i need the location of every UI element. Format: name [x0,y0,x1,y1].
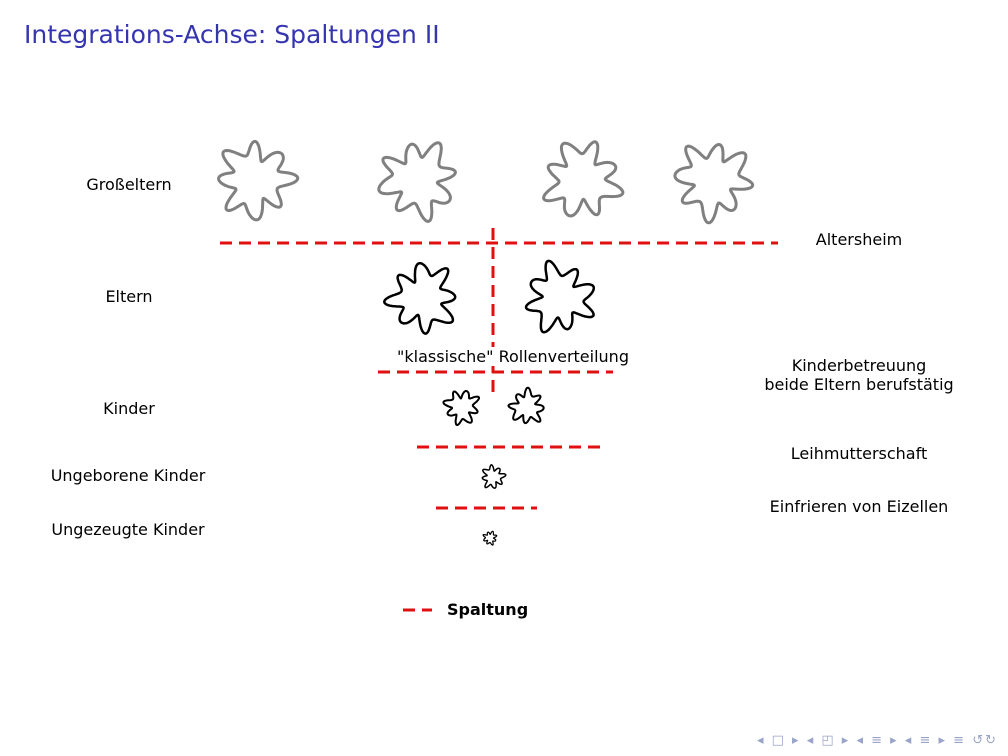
label-ungezeugte-kinder: Ungezeugte Kinder [51,520,205,539]
label-rollenverteilung: "klassische" Rollenverteilung [395,347,631,366]
nav-frame-icon[interactable]: ◂ □ ▸ [756,733,801,748]
grandparent-blob [217,139,300,222]
nav-document-icon[interactable]: ◂ ≡ ▸ [904,733,948,748]
parent-blob [524,259,596,334]
label-eltern: Eltern [105,287,153,306]
grandparent-blob [377,141,457,223]
unconceived-child-blob [482,530,498,546]
beamer-navigation: ◂ □ ▸ ◂ ◰ ▸ ◂ ≡ ▸ ◂ ≡ ▸ ≡ ↺↻ [757,733,998,748]
nav-section-icon[interactable]: ◂ ≡ ▸ [856,733,899,748]
nav-search-icon[interactable]: ↺↻ [972,733,998,748]
label-ungeborene-kinder: Ungeborene Kinder [50,466,206,485]
label-einfrieren: Einfrieren von Eizellen [769,497,949,516]
slide-title: Integrations-Achse: Spaltungen II [24,20,440,49]
label-leihmutterschaft: Leihmutterschaft [790,444,928,463]
legend-label: Spaltung [447,600,529,619]
label-beide-eltern: beide Eltern berufstätig [764,375,954,394]
label-kinder: Kinder [103,399,155,418]
label-altersheim: Altersheim [815,230,903,249]
grandparent-blob [673,143,755,225]
label-grosseltern: Großeltern [86,175,172,194]
nav-toc-icon[interactable]: ≡ [953,733,967,748]
child-blob [507,386,545,425]
unborn-child-blob [481,464,507,489]
parent-blob [383,261,457,335]
label-kinderbetreuung: Kinderbetreuung [791,356,927,375]
nav-subsection-icon[interactable]: ◂ ◰ ▸ [806,733,851,748]
grandparent-blob [542,140,625,218]
child-blob [442,390,480,426]
